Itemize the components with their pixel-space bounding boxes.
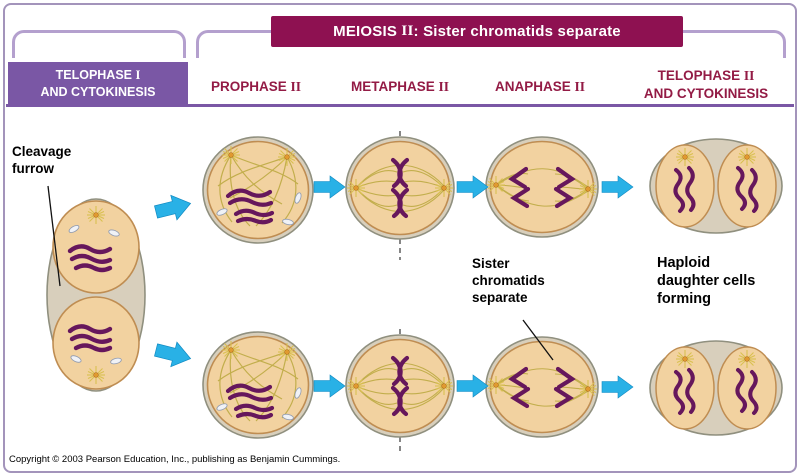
phase-header-metaphase-ii: METAPHASE II <box>336 79 464 95</box>
phase-numeral: II <box>290 79 302 94</box>
telophase2-cell-pair-bottom <box>650 341 782 435</box>
sister-chromatids-pointer-line <box>522 319 554 361</box>
copyright-text: Copyright © 2003 Pearson Education, Inc.… <box>9 454 341 465</box>
title-numeral: II <box>401 23 414 39</box>
phase-header-anaphase-ii: ANAPHASE II <box>480 79 600 95</box>
phase-header-prophase-ii: PROPHASE II <box>196 79 316 95</box>
phase-line-1: TELOPHASE I <box>56 67 141 83</box>
phase-name: TELOPHASE <box>657 68 741 83</box>
title-bar: MEIOSIS II: Sister chromatids separate <box>271 16 683 47</box>
label-line: Sister <box>472 256 510 271</box>
phase-line-2: AND CYTOKINESIS <box>40 84 156 99</box>
phase-name: METAPHASE <box>350 79 435 94</box>
sister-chromatids-label: Sister chromatids separate <box>472 256 545 307</box>
label-line: chromatids <box>472 272 545 288</box>
phase-line-1: TELOPHASE II <box>624 67 788 85</box>
bracket-telophase1 <box>12 30 186 58</box>
phase-numeral: II <box>438 79 450 94</box>
phase-header-telophase-ii: TELOPHASE II AND CYTOKINESIS <box>624 67 788 102</box>
phase-numeral: II <box>743 68 755 83</box>
anaphase2-cell-top <box>486 137 598 237</box>
phase-numeral: I <box>135 68 141 83</box>
figure-border <box>3 3 797 473</box>
label-line: forming <box>657 291 711 308</box>
label-line: separate <box>472 289 528 305</box>
prophase2-cell-bottom <box>203 332 313 438</box>
arrow-icon-metaphase-anaphase-top <box>456 175 489 199</box>
label-line: Cleavage <box>12 144 72 159</box>
telophase2-cell-pair-top <box>650 139 782 233</box>
label-line: daughter cells <box>657 273 756 290</box>
phase-name: PROPHASE <box>210 79 287 94</box>
arrow-icon-prophase-metaphase-bottom <box>313 374 346 398</box>
label-line: furrow <box>12 160 54 176</box>
arrow-icon-to-prophase-top <box>152 190 194 225</box>
metaphase2-cell-bottom <box>346 335 454 437</box>
phase-name: TELOPHASE <box>55 68 133 83</box>
prophase2-cell-top <box>203 137 313 243</box>
arrow-icon-anaphase-telophase-bottom <box>601 375 634 399</box>
cleavage-furrow-pointer-line <box>47 185 61 287</box>
telophase1-cell-pair <box>47 199 145 391</box>
phase-name: ANAPHASE <box>494 79 571 94</box>
metaphase2-cell-top <box>346 137 454 239</box>
title-text-post: : Sister chromatids separate <box>413 23 621 40</box>
header-underline <box>6 104 794 107</box>
arrow-icon-to-prophase-bottom <box>152 337 194 372</box>
phase-numeral: II <box>574 79 586 94</box>
cleavage-furrow-label: Cleavage furrow <box>12 144 71 178</box>
anaphase2-cell-bottom <box>486 337 598 437</box>
arrow-icon-metaphase-anaphase-bottom <box>456 374 489 398</box>
phase-header-telophase-i: TELOPHASE I AND CYTOKINESIS <box>8 62 188 105</box>
arrow-icon-anaphase-telophase-top <box>601 175 634 199</box>
arrow-icon-prophase-metaphase-top <box>313 175 346 199</box>
title-text-pre: MEIOSIS <box>333 23 398 40</box>
haploid-cells-label: Haploid daughter cells forming <box>657 254 755 308</box>
label-line: Haploid <box>657 255 711 271</box>
phase-line-2: AND CYTOKINESIS <box>643 85 769 101</box>
